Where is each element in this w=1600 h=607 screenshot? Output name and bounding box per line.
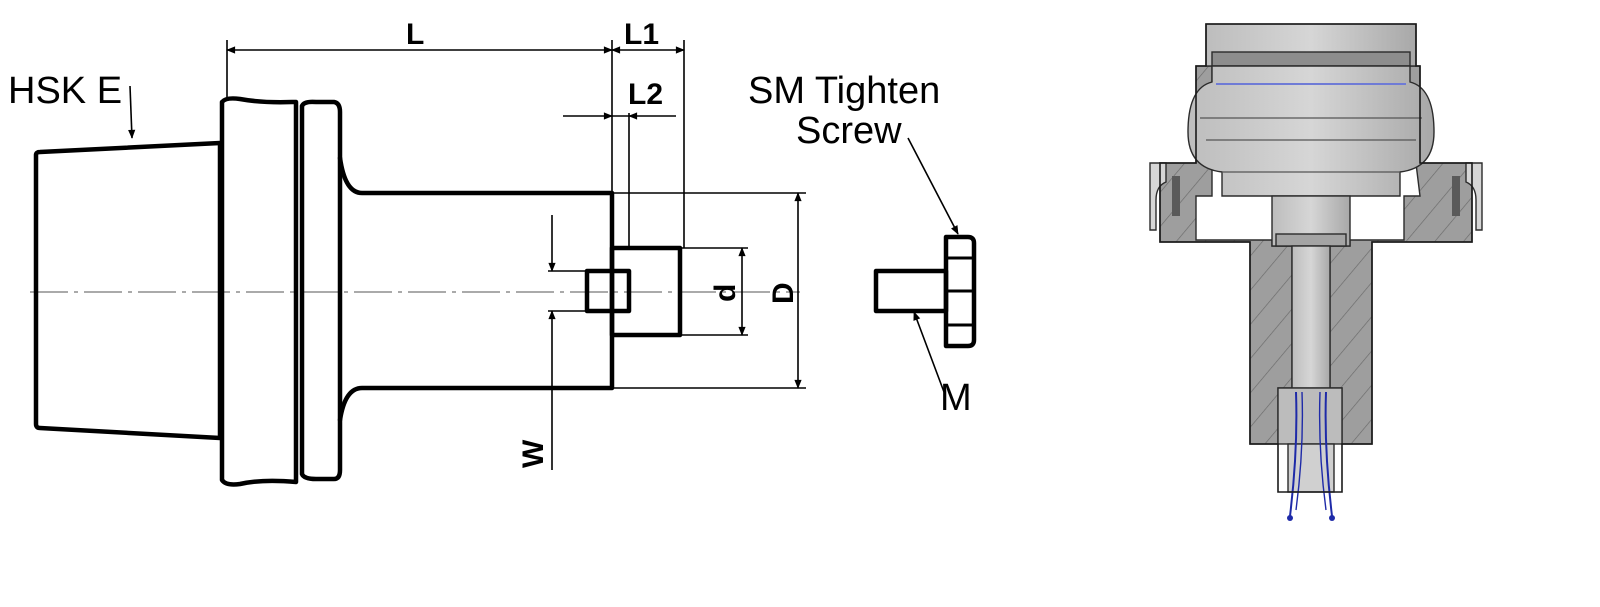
- pilot-diameter: [609, 245, 683, 338]
- dim-L1: L1: [624, 18, 659, 51]
- m-label: M: [940, 377, 972, 419]
- hsk-taper: [33, 140, 223, 441]
- dim-d: d: [709, 284, 742, 302]
- sm-screw-label-line1: SM Tighten: [748, 70, 940, 112]
- screw-pocket: [584, 268, 632, 314]
- body: [337, 155, 615, 423]
- dim-D: D: [767, 282, 800, 304]
- dim-L: L: [406, 18, 424, 51]
- holder-cross-section: [1149, 23, 1483, 521]
- sm-screw-label-line2: Screw: [796, 110, 902, 152]
- dimension-lines: [128, 40, 959, 470]
- groove-ring: [299, 99, 343, 482]
- holder-side-view: [30, 96, 800, 487]
- dim-W: W: [517, 439, 550, 468]
- hsk-e-label: HSK E: [8, 70, 122, 112]
- flange: [219, 96, 299, 487]
- dim-L2: L2: [628, 78, 663, 111]
- tighten-screw: [873, 234, 977, 349]
